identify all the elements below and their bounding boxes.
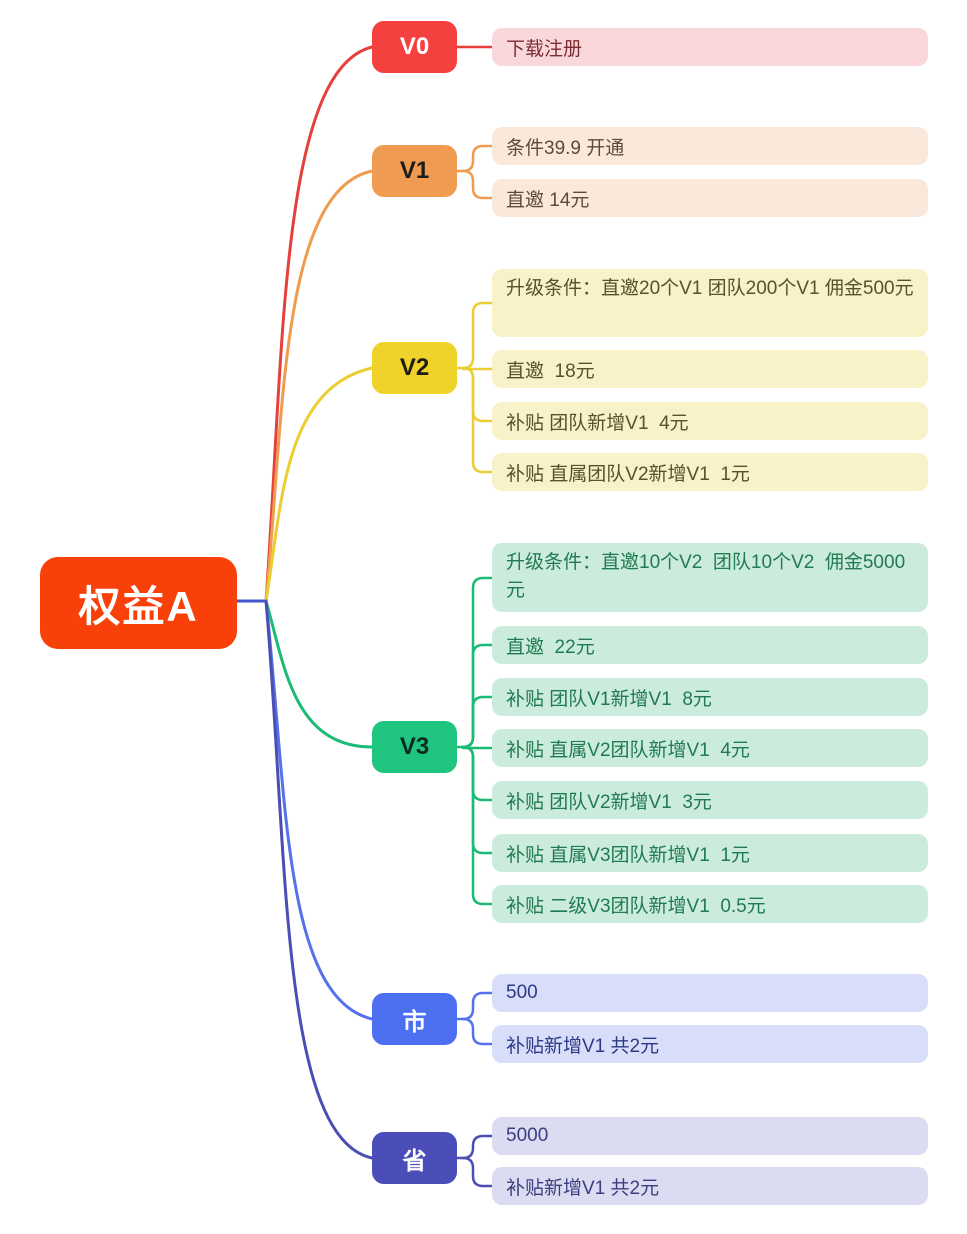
connector-root-v2 [264,366,374,603]
branch-node-province[interactable]: 省 [372,1132,457,1184]
connector-v3-leaf-1 [461,643,494,749]
connector-v1-leaf-0 [461,144,494,173]
branch-node-v3[interactable]: V3 [372,721,457,773]
leaf-v1-condition[interactable]: 条件39.9 开通 [492,127,928,165]
connector-root-city [264,599,374,1021]
connector-city-leaf-1 [461,1017,494,1046]
leaf-province-5000[interactable]: 5000 [492,1117,928,1155]
leaf-v3-direct-invite[interactable]: 直邀 22元 [492,626,928,664]
branch-node-v0[interactable]: V0 [372,21,457,73]
leaf-v3-subsidy-team-v2[interactable]: 补贴 团队V2新增V1 3元 [492,781,928,819]
connector-v2-leaf-3 [461,366,494,474]
connector-root-v1 [264,169,374,603]
connector-v1-leaf-1 [461,169,494,200]
connector-root-province [264,599,374,1160]
connector-v3-leaf-0 [461,576,494,749]
leaf-v0-download-register[interactable]: 下载注册 [492,28,928,66]
branch-node-city[interactable]: 市 [372,993,457,1045]
connector-v3-leaf-4 [461,745,494,802]
connector-v2-leaf-2 [461,366,494,423]
leaf-province-subsidy[interactable]: 补贴新增V1 共2元 [492,1167,928,1205]
connector-v2-leaf-0 [461,301,494,370]
connector-root-v0 [264,45,374,603]
connector-v3-leaf-6 [461,745,494,906]
leaf-v2-upgrade-condition[interactable]: 升级条件：直邀20个V1 团队200个V1 佣金500元 [492,269,928,337]
leaf-v2-subsidy-direct-team[interactable]: 补贴 直属团队V2新增V1 1元 [492,453,928,491]
branch-node-v2[interactable]: V2 [372,342,457,394]
connector-v3-leaf-2 [461,695,494,749]
leaf-city-500[interactable]: 500 [492,974,928,1012]
connector-v3-leaf-5 [461,745,494,855]
leaf-v3-subsidy-direct-v3-team[interactable]: 补贴 直属V3团队新增V1 1元 [492,834,928,872]
leaf-v3-subsidy-second-level-v3[interactable]: 补贴 二级V3团队新增V1 0.5元 [492,885,928,923]
connector-province-leaf-1 [461,1156,494,1188]
leaf-v3-subsidy-direct-v2-team[interactable]: 补贴 直属V2团队新增V1 4元 [492,729,928,767]
connector-city-leaf-0 [461,991,494,1021]
leaf-v2-direct-invite[interactable]: 直邀 18元 [492,350,928,388]
leaf-v3-upgrade-condition[interactable]: 升级条件：直邀10个V2 团队10个V2 佣金5000元 [492,543,928,612]
root-node[interactable]: 权益A [40,557,237,649]
leaf-city-subsidy[interactable]: 补贴新增V1 共2元 [492,1025,928,1063]
branch-node-v1[interactable]: V1 [372,145,457,197]
leaf-v2-subsidy-team[interactable]: 补贴 团队新增V1 4元 [492,402,928,440]
leaf-v1-direct-invite[interactable]: 直邀 14元 [492,179,928,217]
connector-province-leaf-0 [461,1134,494,1160]
leaf-v3-subsidy-team-v1[interactable]: 补贴 团队V1新增V1 8元 [492,678,928,716]
connector-root-v3 [264,599,374,749]
